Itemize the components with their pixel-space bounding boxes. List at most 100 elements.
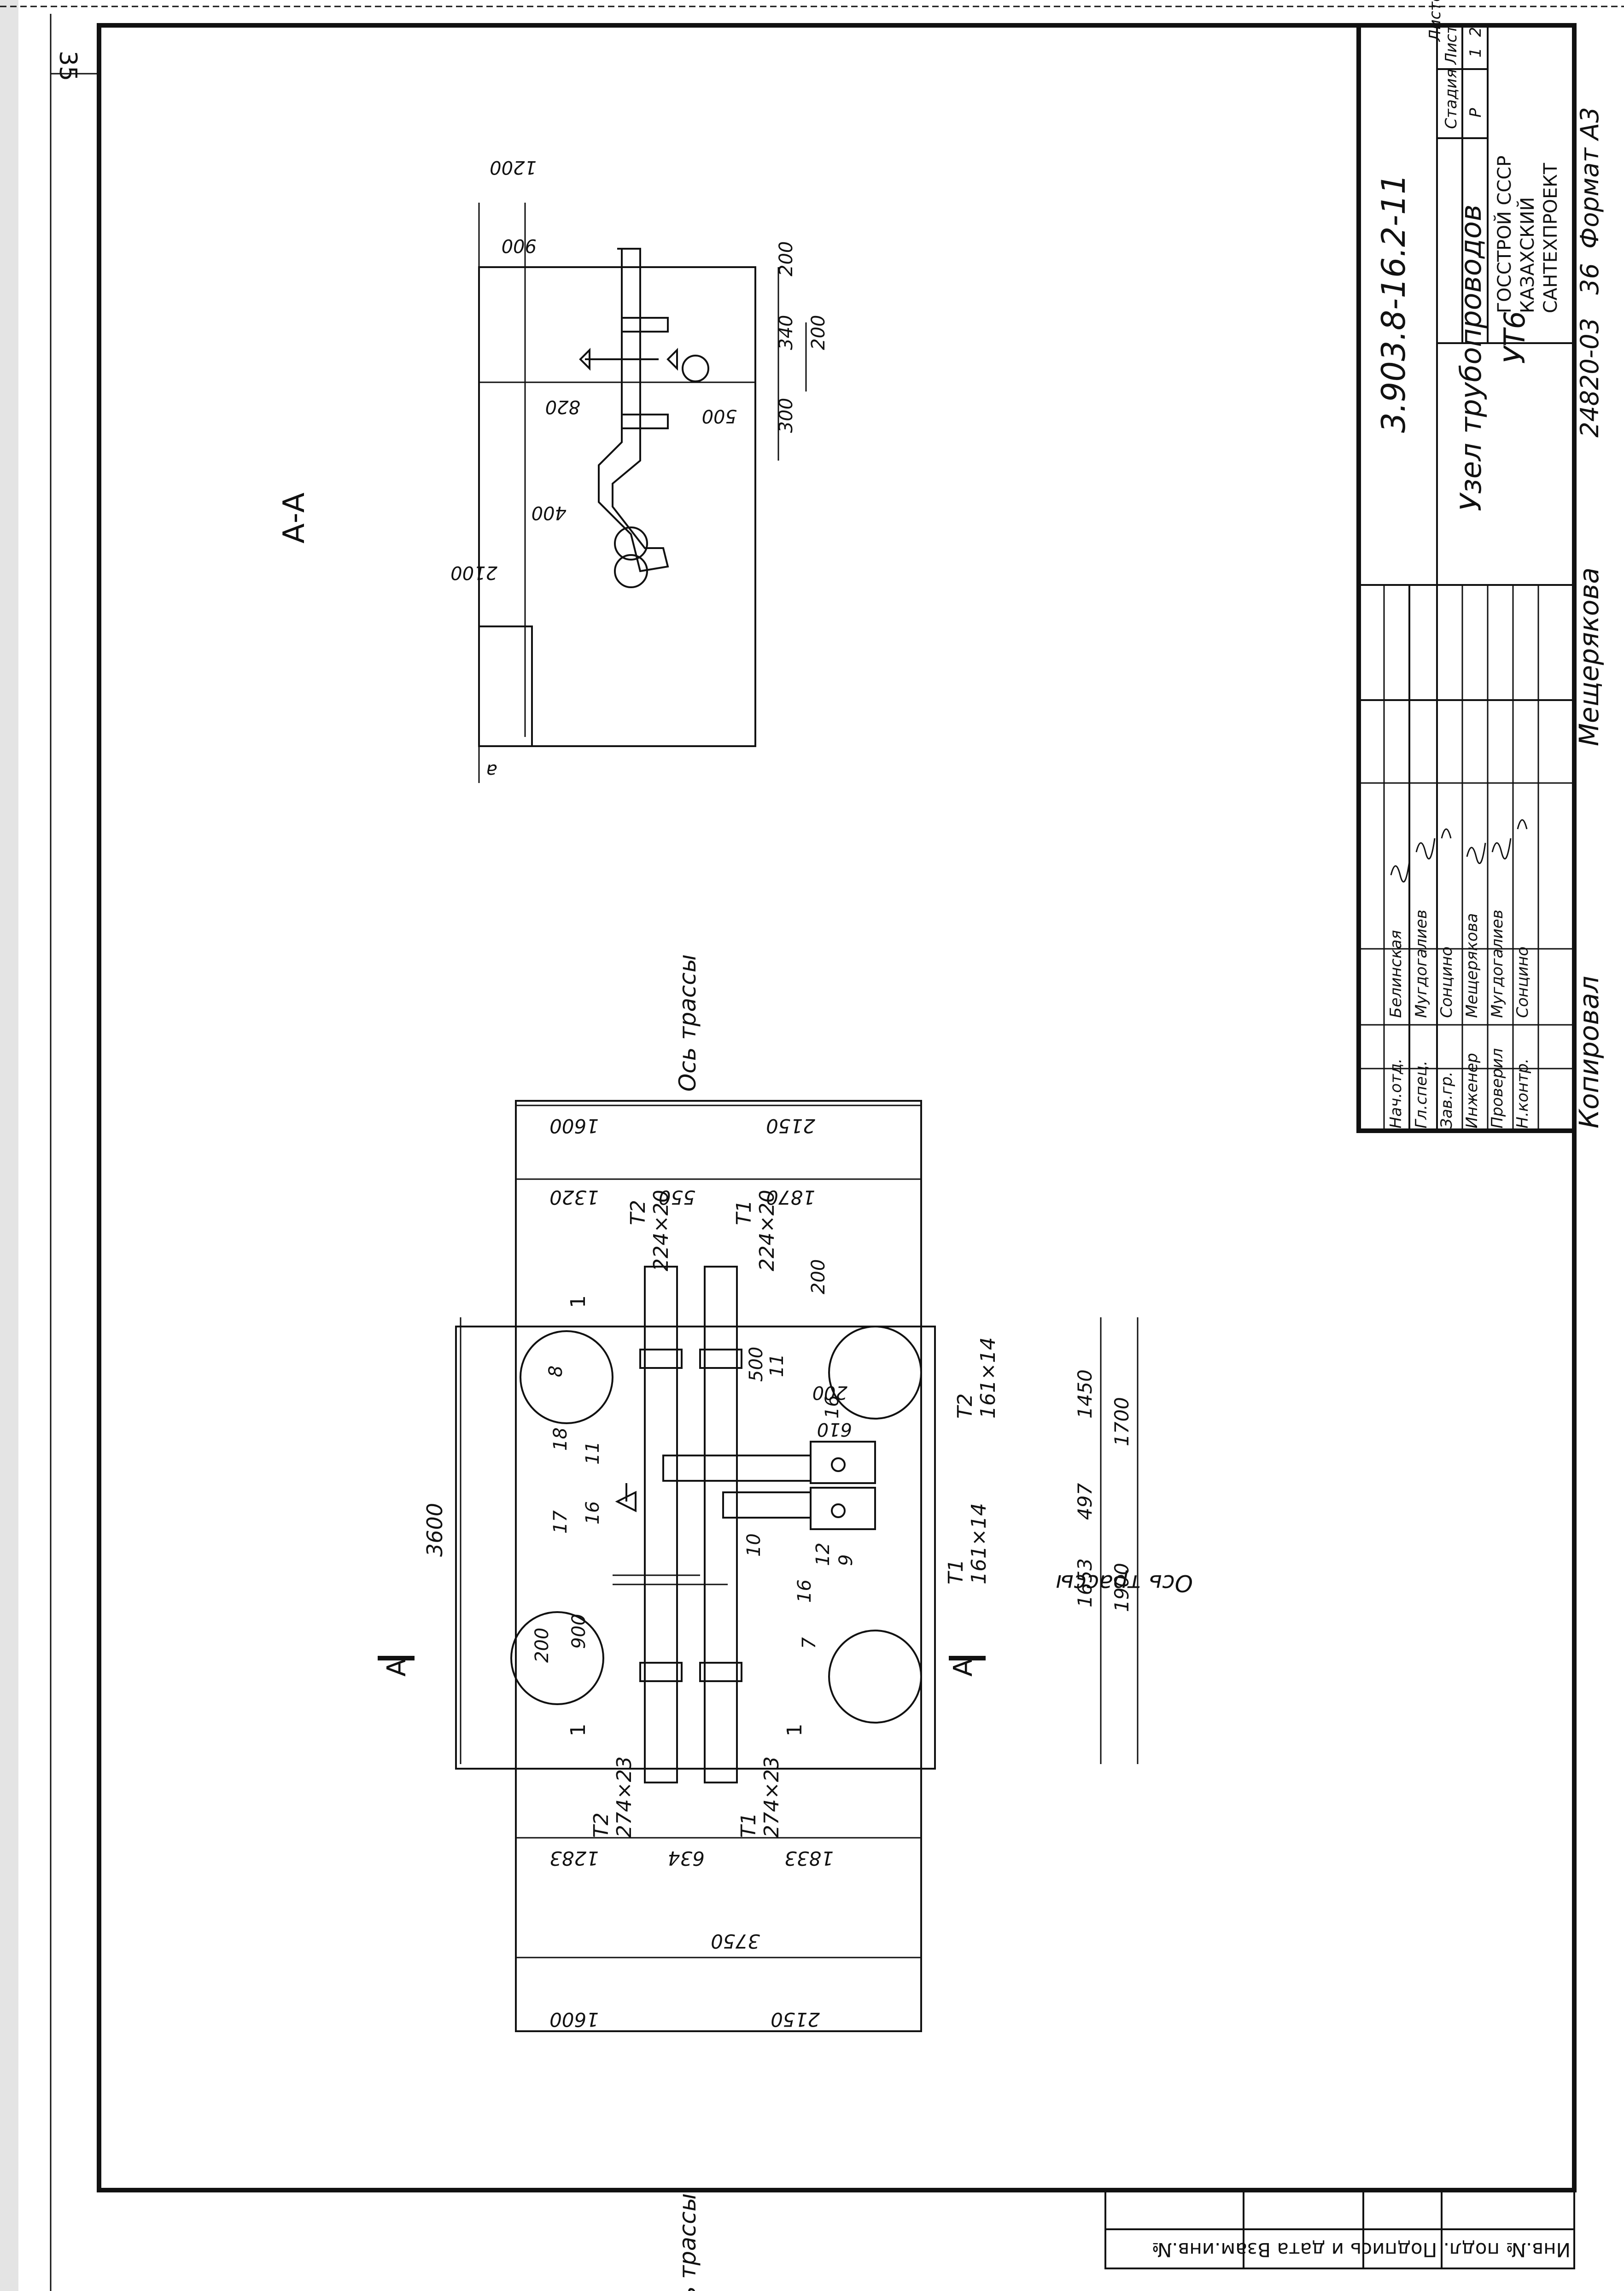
sheets-header: Листов bbox=[1426, 0, 1444, 42]
dim-2150-bottom: 2150 bbox=[771, 2008, 820, 2031]
pipe-t1 bbox=[704, 1266, 738, 1783]
dim-1700: 1700 bbox=[1110, 1397, 1133, 1446]
drawing-title-line2: УТ6 bbox=[1498, 311, 1531, 364]
section-mark-1-bl: 1 bbox=[567, 1724, 590, 1736]
axis-label-right: Ось трассы bbox=[1056, 1570, 1193, 1596]
callout-16-c: 16 bbox=[822, 1395, 843, 1419]
dim-1653: 1653 bbox=[1074, 1558, 1096, 1607]
dim-3750: 3750 bbox=[711, 1930, 760, 1952]
sig-name-6: Сонцино bbox=[1513, 947, 1532, 1018]
sheet-value: 1 bbox=[1466, 47, 1485, 58]
dim-1283: 1283 bbox=[549, 1847, 599, 1870]
dim-1200: 1200 bbox=[490, 157, 537, 178]
section-mark-a-bottom: А bbox=[948, 1659, 978, 1677]
pipe-label-t2-bottom: Т2 bbox=[590, 1812, 613, 1838]
stage-value: Р bbox=[1466, 108, 1485, 117]
dim-200-a: 200 bbox=[776, 241, 797, 276]
callout-7: 7 bbox=[799, 1637, 820, 1649]
pipe-label-t1-bottom: Т1 bbox=[737, 1812, 760, 1838]
sig-name-3: Сонцино bbox=[1437, 947, 1456, 1018]
dim-550: 550 bbox=[659, 1186, 695, 1209]
sheets-value: 2 bbox=[1466, 27, 1485, 37]
title-block: 3.903.8-16.2-11 Узел трубопроводов УТ6 С… bbox=[1356, 0, 1605, 1133]
org-line3: САНТЕХПРОЕКТ bbox=[1540, 163, 1561, 313]
copier-name: Мещерякова bbox=[1573, 567, 1605, 746]
order-number: 24820-03 bbox=[1575, 318, 1604, 438]
stage-header: Стадия bbox=[1442, 69, 1460, 129]
callout-17: 17 bbox=[550, 1510, 571, 1534]
plan-view: Ось трассы Ось трассы Ось трассы 3600 16… bbox=[378, 954, 1193, 2291]
org-line1: ГОССТРОЙ СССР bbox=[1493, 156, 1515, 313]
sig-role-5: Проверил bbox=[1488, 1048, 1507, 1128]
sig-name-5: Мугдогалиев bbox=[1488, 910, 1507, 1018]
axis-label-top: Ось трассы bbox=[674, 954, 701, 1092]
dim-300: 300 bbox=[776, 398, 797, 433]
dim-1450: 1450 bbox=[1074, 1369, 1096, 1419]
pipe-size-t2-bottom: 274×23 bbox=[613, 1756, 636, 1838]
dim-340: 340 bbox=[776, 315, 797, 350]
signature-rows: Нач.отд. Белинская Гл.спец. Мугдогалиев … bbox=[1387, 819, 1532, 1128]
dim-500: 500 bbox=[702, 405, 737, 427]
sheet-sequence: 36 bbox=[1575, 263, 1604, 295]
dim-2150-top: 2150 bbox=[766, 1115, 815, 1137]
sig-role-2: Гл.спец. bbox=[1412, 1061, 1431, 1128]
sig-role-4: Инженер bbox=[1463, 1053, 1481, 1128]
dim-497: 497 bbox=[1074, 1483, 1096, 1520]
sig-name-2: Мугдогалиев bbox=[1412, 910, 1431, 1018]
callout-11-a: 11 bbox=[582, 1441, 603, 1465]
pipe-label-t1-branch: Т1 bbox=[944, 1559, 968, 1584]
dim-900: 900 bbox=[502, 235, 537, 256]
section-view-a-a: А-А 900 1200 200 340 200 300 500 820 400… bbox=[277, 157, 829, 783]
callout-16-b: 16 bbox=[794, 1579, 815, 1603]
callout-9: 9 bbox=[835, 1555, 857, 1566]
dim-1600-top: 1600 bbox=[549, 1115, 599, 1137]
copied-by-label: Копировал bbox=[1573, 976, 1605, 1128]
dim-820: 820 bbox=[545, 396, 580, 417]
signature-scribbles bbox=[1390, 819, 1528, 883]
section-mark-a-top: А bbox=[382, 1659, 412, 1677]
callout-11-b: 11 bbox=[766, 1354, 788, 1377]
pipe-label-t2-top: Т2 bbox=[626, 1200, 650, 1225]
callout-8: 8 bbox=[545, 1366, 567, 1377]
drawing-title-line1: Узел трубопроводов bbox=[1454, 205, 1488, 511]
dim-1320: 1320 bbox=[549, 1186, 599, 1209]
org-line2: КАЗАХСКИЙ bbox=[1516, 197, 1538, 313]
dim-a: а bbox=[486, 760, 497, 781]
section-mark-1-br: 1 bbox=[783, 1724, 806, 1736]
callout-18: 18 bbox=[550, 1427, 571, 1451]
pipe-size-t1-bottom: 274×23 bbox=[760, 1756, 783, 1838]
callout-10: 10 bbox=[743, 1533, 765, 1557]
dim-1870: 1870 bbox=[766, 1186, 815, 1209]
sig-role-6: Н.контр. bbox=[1513, 1058, 1532, 1128]
dim-1600-bottom: 1600 bbox=[549, 2008, 599, 2031]
section-mark-1-tl: 1 bbox=[567, 1295, 590, 1308]
section-label: А-А bbox=[277, 492, 311, 544]
pipe-t2 bbox=[644, 1266, 678, 1783]
dim-634: 634 bbox=[668, 1847, 705, 1870]
dim-200-top: 200 bbox=[808, 1259, 829, 1294]
sig-name-1: Белинская bbox=[1387, 930, 1405, 1018]
dim-200-right: 200 bbox=[812, 1382, 847, 1403]
dim-1833: 1833 bbox=[784, 1847, 834, 1870]
pipe-size-t2-branch: 161×14 bbox=[976, 1337, 1000, 1419]
axis-label-bottom: Ось трассы bbox=[674, 2193, 701, 2291]
dim-400: 400 bbox=[532, 502, 567, 523]
sig-role-1: Нач.отд. bbox=[1387, 1058, 1405, 1128]
callout-16-a: 16 bbox=[582, 1501, 603, 1525]
dim-200-left: 200 bbox=[532, 1628, 553, 1663]
page-number: 35 bbox=[54, 51, 82, 81]
pipe-size-t2-top: 224×20 bbox=[649, 1190, 673, 1271]
bottom-stamp-strip: Инв.№ подл. Подпись и дата Взам.инв.№ bbox=[1104, 2189, 1575, 2269]
pipe-label-t1-top: Т1 bbox=[732, 1200, 756, 1225]
document-code: 3.903.8-16.2-11 bbox=[1375, 174, 1413, 433]
dim-1900: 1900 bbox=[1110, 1563, 1133, 1612]
callout-12: 12 bbox=[812, 1543, 834, 1566]
pipe-size-t1-top: 224×20 bbox=[755, 1190, 779, 1271]
sheet-frame bbox=[97, 23, 1577, 2192]
sheet-header: Лист bbox=[1442, 24, 1460, 65]
pipe-label-t2-branch: Т2 bbox=[953, 1393, 977, 1419]
dim-500: 500 bbox=[746, 1347, 767, 1382]
dim-200-b: 200 bbox=[808, 315, 829, 350]
